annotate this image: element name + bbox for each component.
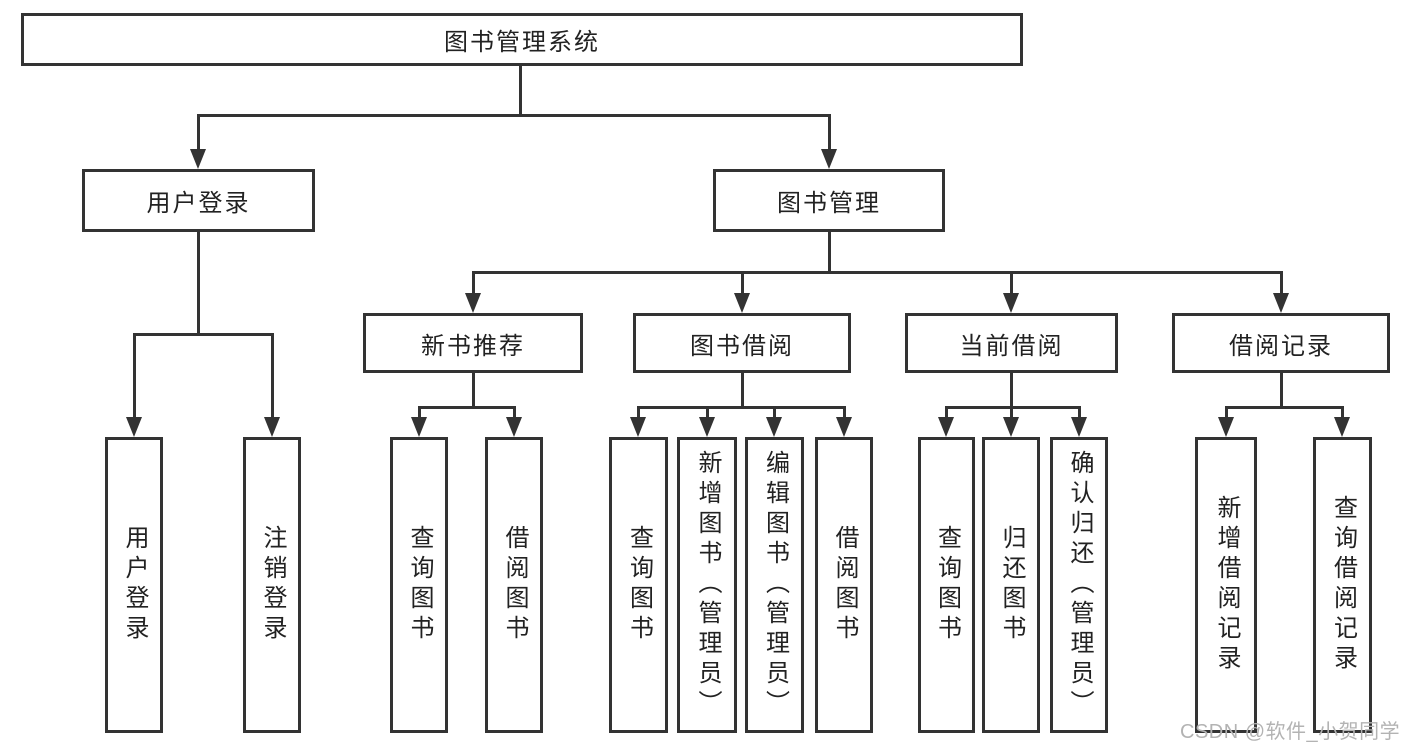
connector-line <box>1225 406 1228 421</box>
connector-line <box>945 406 948 421</box>
connector-line <box>828 232 831 274</box>
arrowhead-down-icon <box>506 417 522 437</box>
connector-line <box>637 406 640 421</box>
connector-line <box>197 114 831 117</box>
leaf-query-books-recommend: 查询图书 <box>390 437 448 733</box>
node-borrowing-records: 借阅记录 <box>1172 313 1390 373</box>
arrowhead-down-icon <box>821 149 837 169</box>
leaf-query-books-current: 查询图书 <box>918 437 975 733</box>
leaf-borrow-books-recommend: 借阅图书 <box>485 437 543 733</box>
arrowhead-down-icon <box>190 149 206 169</box>
csdn-watermark: CSDN @软件_小贺同学 <box>1180 721 1401 743</box>
connector-line <box>472 271 475 297</box>
node-current-borrowing: 当前借阅 <box>905 313 1118 373</box>
arrowhead-down-icon <box>1071 417 1087 437</box>
node-user-login: 用户登录 <box>82 169 315 232</box>
connector-line <box>1341 406 1344 421</box>
leaf-borrow-books: 借阅图书 <box>815 437 873 733</box>
arrowhead-down-icon <box>734 293 750 313</box>
arrowhead-down-icon <box>264 417 280 437</box>
connector-line <box>1225 406 1343 409</box>
connector-line <box>197 114 200 150</box>
connector-line <box>133 333 136 421</box>
connector-line <box>513 406 516 421</box>
connector-line <box>773 406 776 421</box>
connector-line <box>706 406 709 421</box>
connector-line <box>418 406 516 409</box>
connector-line <box>418 406 421 421</box>
arrowhead-down-icon <box>938 417 954 437</box>
connector-line <box>197 232 200 335</box>
node-book-borrowing: 图书借阅 <box>633 313 851 373</box>
leaf-add-borrow-record: 新增借阅记录 <box>1195 437 1257 733</box>
connector-line <box>741 271 744 297</box>
node-library-management-system: 图书管理系统 <box>21 13 1023 66</box>
connector-line <box>1010 373 1013 408</box>
arrowhead-down-icon <box>1003 417 1019 437</box>
arrowhead-down-icon <box>699 417 715 437</box>
arrowhead-down-icon <box>836 417 852 437</box>
connector-line <box>741 373 744 408</box>
arrowhead-down-icon <box>1273 293 1289 313</box>
connector-line <box>271 333 274 421</box>
connector-line <box>472 271 1282 274</box>
arrowhead-down-icon <box>126 417 142 437</box>
arrowhead-down-icon <box>1218 417 1234 437</box>
node-new-book-recommendation: 新书推荐 <box>363 313 583 373</box>
connector-line <box>1010 406 1013 421</box>
leaf-logout: 注销登录 <box>243 437 301 733</box>
leaf-edit-books-admin: 编辑图书（管理员） <box>745 437 804 733</box>
arrowhead-down-icon <box>766 417 782 437</box>
connector-line <box>1280 373 1283 408</box>
connector-line <box>519 66 522 116</box>
connector-line <box>843 406 846 421</box>
connector-line <box>637 406 845 409</box>
node-book-management: 图书管理 <box>713 169 945 232</box>
connector-line <box>133 333 274 336</box>
leaf-query-borrow-record: 查询借阅记录 <box>1313 437 1372 733</box>
leaf-user-login: 用户登录 <box>105 437 163 733</box>
connector-line <box>1280 271 1283 297</box>
leaf-return-books: 归还图书 <box>982 437 1040 733</box>
arrowhead-down-icon <box>630 417 646 437</box>
connector-line <box>1010 271 1013 297</box>
arrowhead-down-icon <box>465 293 481 313</box>
leaf-confirm-return-admin: 确认归还（管理员） <box>1050 437 1108 733</box>
arrowhead-down-icon <box>411 417 427 437</box>
connector-line <box>472 373 475 408</box>
connector-line <box>828 114 831 150</box>
arrowhead-down-icon <box>1334 417 1350 437</box>
leaf-add-books-admin: 新增图书（管理员） <box>677 437 737 733</box>
arrowhead-down-icon <box>1003 293 1019 313</box>
leaf-query-books-borrowing: 查询图书 <box>609 437 668 733</box>
connector-line <box>1078 406 1081 421</box>
